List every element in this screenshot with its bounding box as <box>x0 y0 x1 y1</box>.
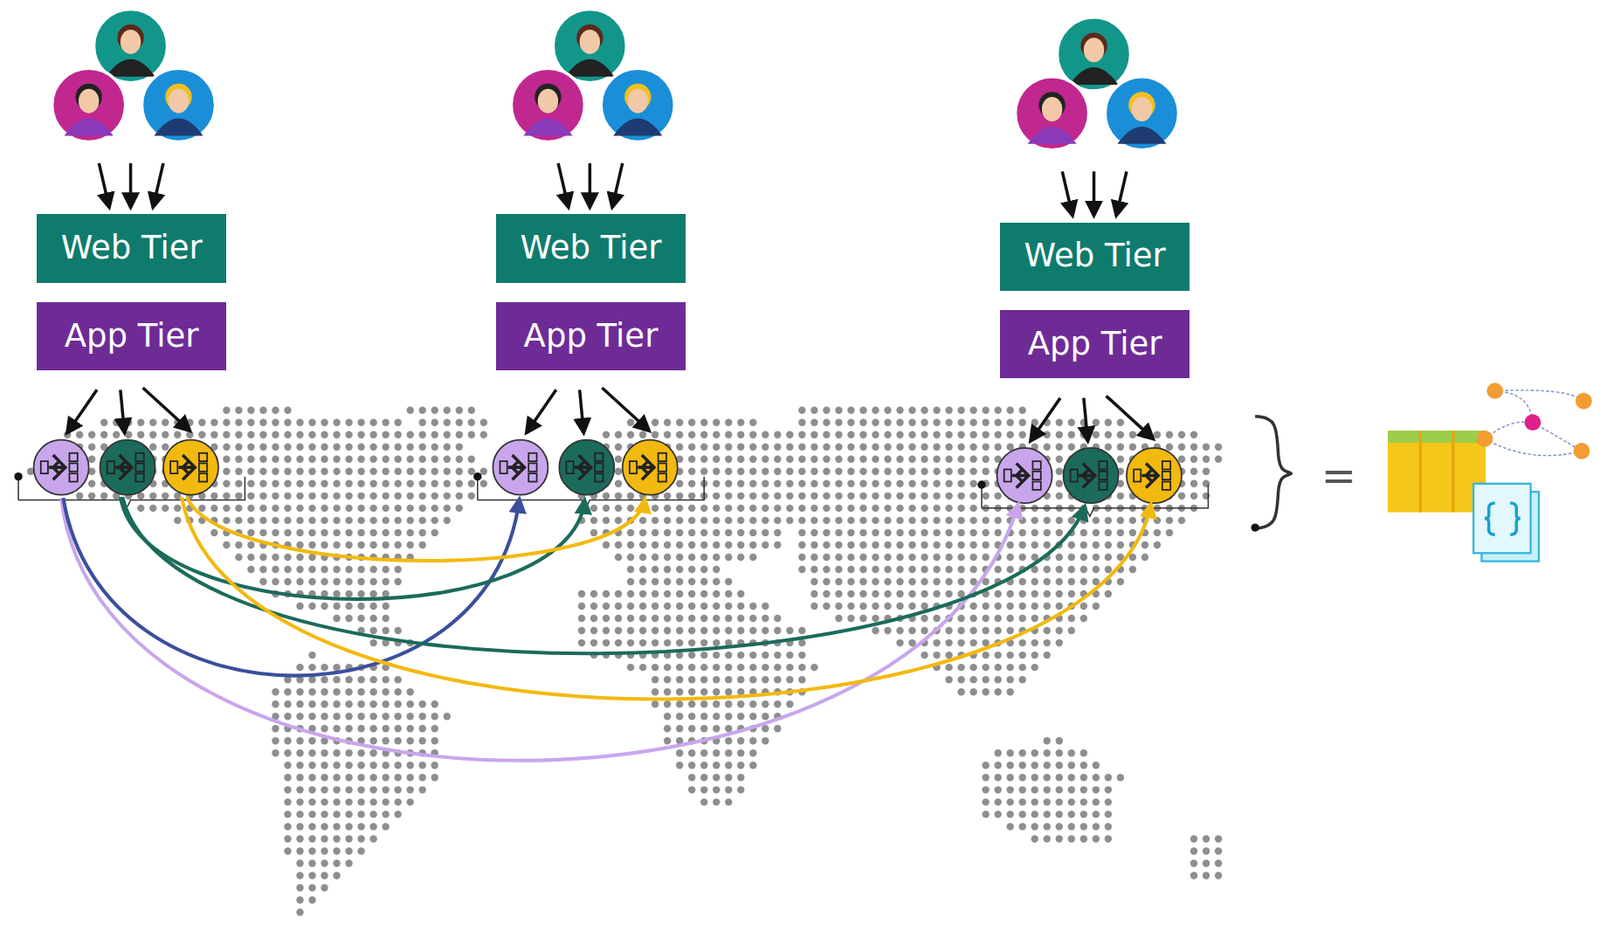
tier-label: App Tier <box>524 318 659 355</box>
replication-curve <box>181 496 1152 700</box>
replication-curve <box>186 496 646 561</box>
tier-column-art <box>977 17 1208 517</box>
flow-arrow <box>1106 395 1154 439</box>
tier-label: Web Tier <box>61 230 203 267</box>
database-partition <box>622 440 678 496</box>
web-tier-box: Web Tier <box>1000 222 1190 291</box>
tier-column-art <box>13 9 245 509</box>
flow-arrow <box>98 163 110 207</box>
tier-label: Web Tier <box>519 230 662 267</box>
replication-curve <box>120 496 586 600</box>
flow-arrow <box>588 163 593 207</box>
flow-arrow <box>1092 171 1097 215</box>
flow-arrow <box>558 163 569 207</box>
database-partition <box>997 448 1053 504</box>
web-tier-box: Web Tier <box>36 213 227 283</box>
flow-arrow <box>1030 398 1061 442</box>
flow-arrow <box>601 387 649 431</box>
database-partition <box>492 440 548 496</box>
user-avatar <box>600 68 675 142</box>
replication-curve <box>122 496 1085 654</box>
flow-arrow <box>120 389 125 433</box>
tier-label: App Tier <box>1027 326 1163 363</box>
flow-arrow <box>1083 398 1089 442</box>
web-tier-box: Web Tier <box>496 213 686 283</box>
flow-arrow <box>1116 171 1127 215</box>
replication-curve <box>61 497 1019 761</box>
app-tier-box: App Tier <box>1000 310 1190 379</box>
flow-arrow <box>152 163 164 207</box>
database-partition <box>34 440 90 496</box>
app-tier-box: App Tier <box>496 302 686 371</box>
tier-label: App Tier <box>64 318 200 355</box>
database-partition <box>558 440 614 496</box>
user-avatar <box>52 68 126 142</box>
database-partition <box>163 440 219 496</box>
user-avatar <box>1015 76 1090 151</box>
tier-column-art <box>473 9 704 509</box>
brace <box>1255 416 1291 530</box>
flow-arrow <box>143 387 191 431</box>
flow-arrow <box>67 389 97 433</box>
user-avatar <box>1104 76 1179 151</box>
user-avatar <box>510 68 585 142</box>
flow-arrow <box>612 163 623 207</box>
equals-sign: = <box>1321 454 1357 497</box>
app-tier-box: App Tier <box>36 302 227 371</box>
flow-arrow <box>526 389 557 433</box>
flow-arrow <box>579 389 585 433</box>
database-partition <box>1126 448 1182 504</box>
flow-arrow <box>1062 171 1073 215</box>
user-avatar <box>141 68 215 142</box>
flow-arrow <box>129 163 133 207</box>
database-partition <box>1062 448 1118 504</box>
tier-label: Web Tier <box>1024 238 1166 275</box>
cosmos-db-icon <box>1387 382 1593 561</box>
database-partition <box>100 440 156 496</box>
map-dots <box>27 406 1222 916</box>
